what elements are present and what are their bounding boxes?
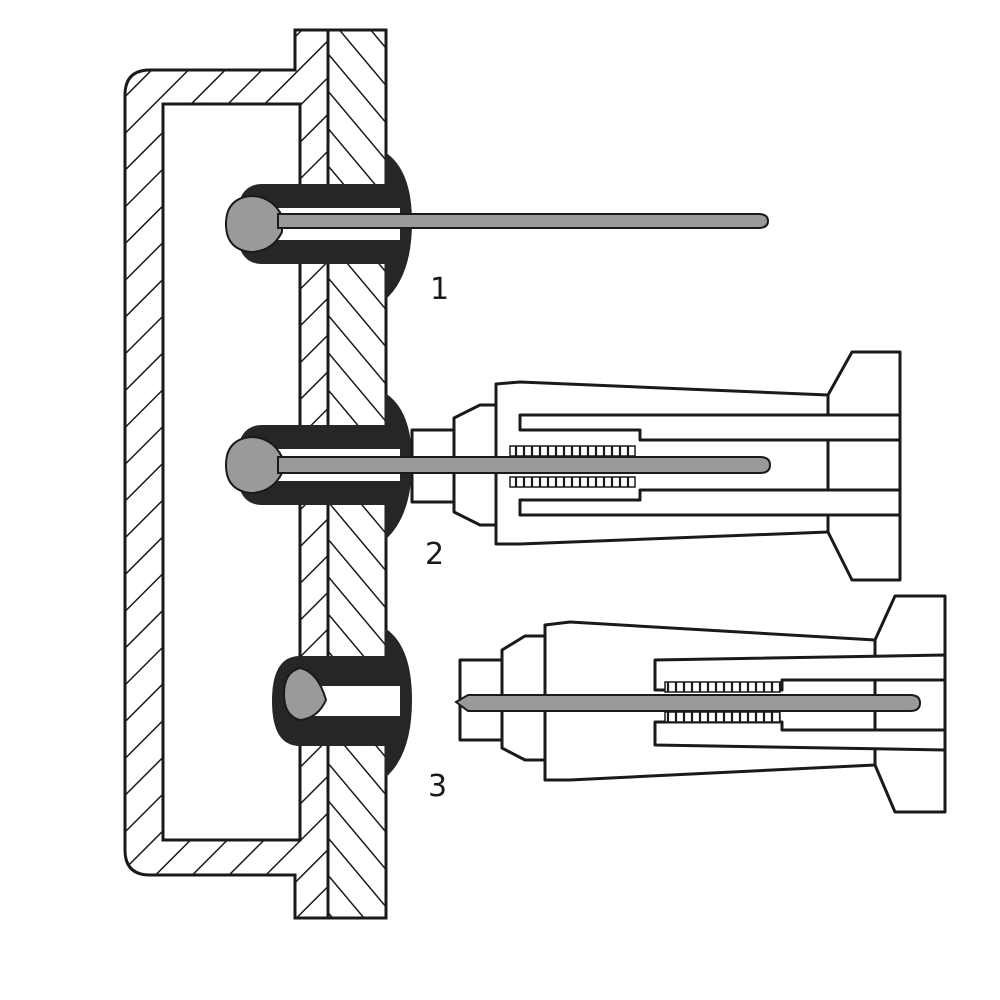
- jaw-spring-bottom-3: [664, 711, 781, 723]
- rivet-step-2: [224, 350, 902, 582]
- step-label-2: 2: [425, 537, 445, 572]
- step-label-3: 3: [428, 769, 448, 804]
- mandrel-head-3: [282, 666, 328, 722]
- mandrel-head-2: [224, 435, 283, 495]
- mandrel-2: [277, 456, 772, 474]
- mandrel-head-1: [224, 194, 283, 254]
- jaw-spring-top-2: [509, 445, 636, 457]
- mandrel-1: [277, 213, 770, 229]
- step-label-1: 1: [430, 272, 450, 307]
- jaw-spring-top-3: [664, 681, 781, 693]
- mandrel-3: [454, 694, 922, 712]
- rivet-step-3: [272, 594, 947, 814]
- rivet-step-1: [224, 152, 770, 300]
- jaw-spring-bottom-2: [509, 476, 636, 488]
